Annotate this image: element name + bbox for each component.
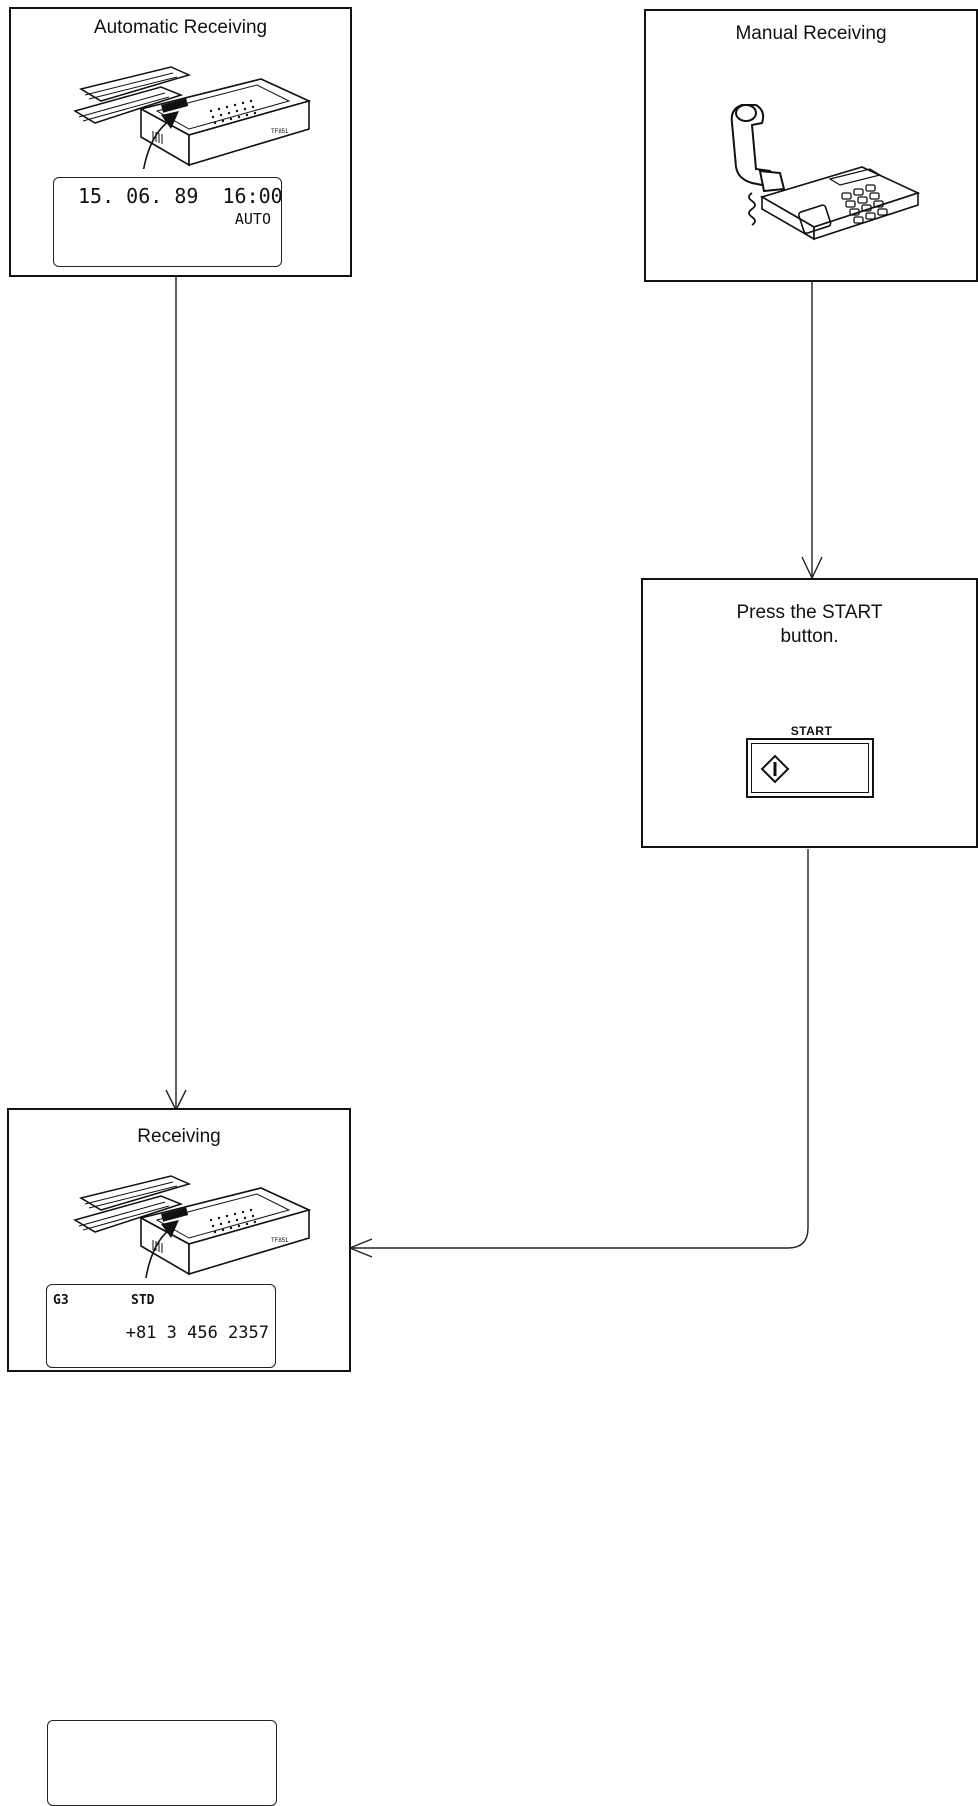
arrow-path-start-receiving-visible [352, 849, 808, 1372]
receiving-lcd: G3 STD +81 3 456 2357 [46, 1284, 276, 1368]
start-button-caption: START [790, 724, 833, 738]
arrow-start-to-receiving-shown [352, 849, 808, 1372]
fax-model-label: TF851 [271, 1238, 289, 1244]
connector-lines [165, 277, 823, 1372]
arrow-start-to-receiving-stroked [352, 849, 808, 1372]
connector-to-receiving [352, 849, 808, 1372]
receiving-title: Receiving [137, 1126, 221, 1147]
auto-receiving-title: Automatic Receiving [93, 17, 268, 38]
start-instruction-box: Press the START button. START [641, 578, 978, 848]
lcd-line1-left: G3 [53, 1293, 69, 1308]
receiving-lcd-display [47, 1720, 277, 1806]
arrow-start-to-receiving-final [352, 849, 808, 1372]
start-receiving-connector-path-visible [352, 849, 808, 1372]
lcd-line2: +81 3 456 2357 [125, 1323, 269, 1343]
start-button[interactable] [746, 738, 874, 798]
auto-receiving-box: Automatic Receiving TF851 [9, 7, 352, 277]
manual-receiving-box: Manual Receiving [644, 9, 978, 282]
flow-line-start-receiving [352, 849, 808, 1372]
arrow-start-button-to-receiving [352, 849, 809, 1249]
connector-final [352, 849, 808, 1372]
start-instruction-line2: button. [780, 626, 839, 647]
fax-model-label: TF851 [271, 129, 289, 135]
wire-start-to-receiving [790, 849, 808, 1372]
auto-lcd-display: 15. 06. 89 16:00 AUTO [53, 177, 283, 267]
start-receiving-connector-visible [352, 849, 808, 1372]
start-wire [352, 849, 808, 1372]
lcd-mode: AUTO [234, 210, 271, 228]
fax-machine-icon: TF851 [73, 1175, 312, 1278]
start-instruction-line1: Press the START [736, 602, 883, 623]
arrow-start-to-receiving-rendered [352, 849, 808, 1372]
start-receiving-wire [352, 849, 808, 1372]
manual-receiving-title: Manual Receiving [735, 23, 887, 44]
start-receiving-arrow [352, 849, 808, 1372]
fax-machine-icon: TF851 [73, 66, 312, 169]
lcd-datetime: 15. 06. 89 16:00 [78, 184, 283, 208]
arrow-start-receiving-drawn [352, 849, 808, 1372]
start-diamond-icon [760, 754, 790, 784]
telephone-icon [730, 104, 921, 241]
start-receiving-connector-final [352, 849, 808, 1372]
arrow-start-to-receiving-connector [352, 849, 808, 1372]
lcd-line1-right: STD [131, 1293, 155, 1308]
wire-start-to-receiving-stroke [352, 849, 808, 1372]
